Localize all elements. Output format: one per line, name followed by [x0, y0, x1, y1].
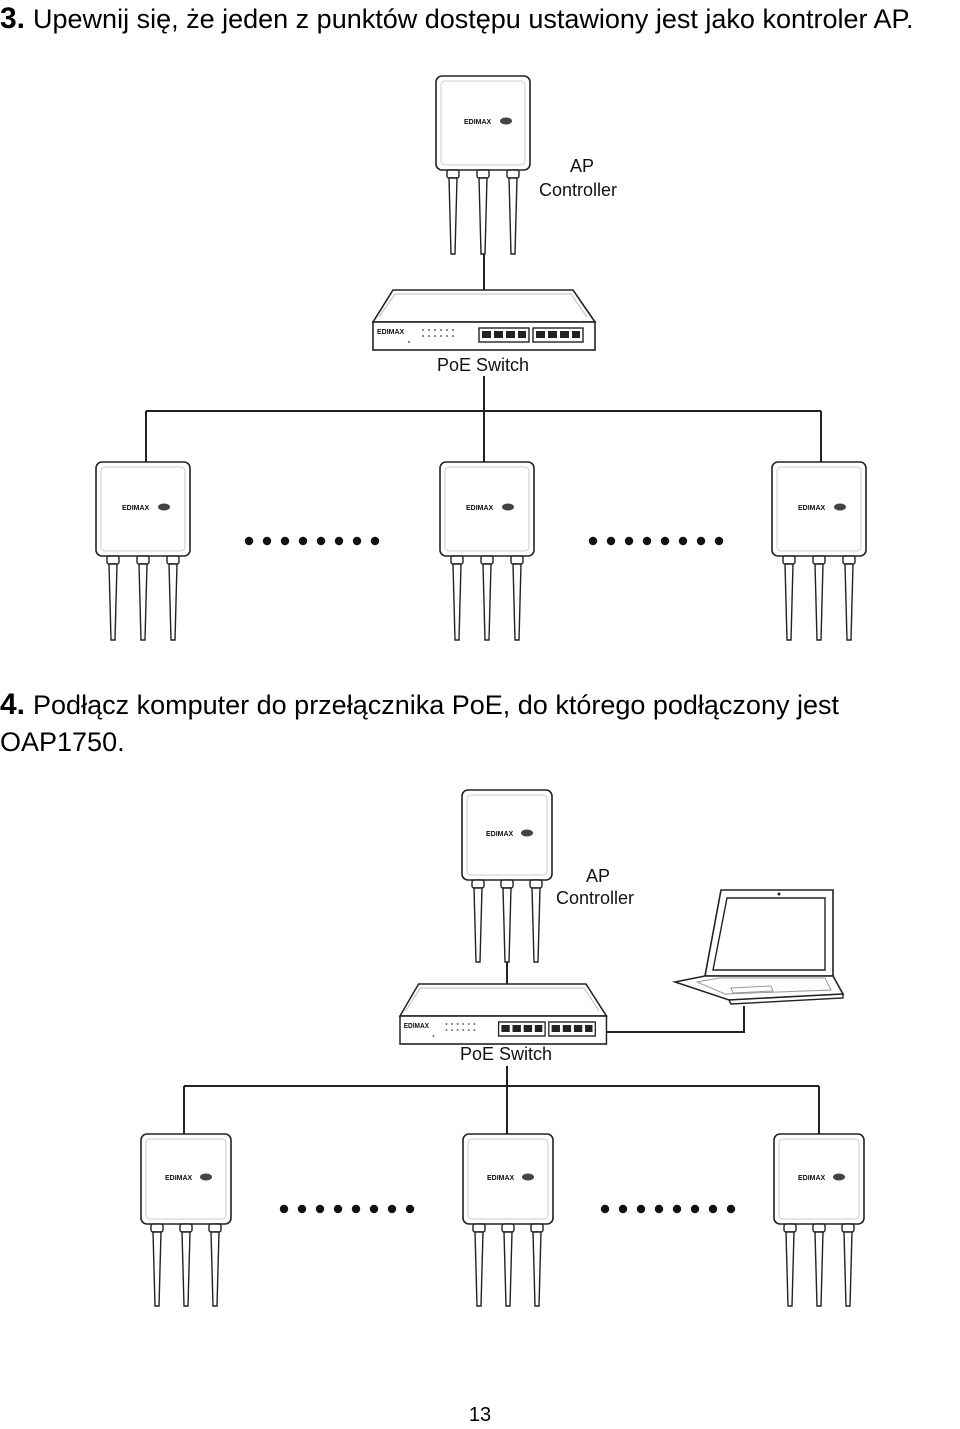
distribution-cables — [183, 1066, 820, 1134]
access-point-right: EDIMAX — [771, 461, 867, 641]
brand-logo: EDIMAX — [466, 505, 494, 512]
ap-controller-device: EDIMAX — [435, 75, 531, 255]
step-3-heading: 3.Upewnij się, że jeden z punktów dostęp… — [0, 0, 960, 38]
brand-logo: EDIMAX — [464, 119, 492, 126]
more-devices-dots-left — [244, 536, 380, 546]
more-devices-dots-right — [600, 1204, 736, 1214]
brand-logo: EDIMAX — [165, 1175, 193, 1182]
ap-controller-label: AP — [570, 156, 594, 176]
step-number: 4. — [0, 688, 26, 721]
brand-logo: EDIMAX — [798, 505, 826, 512]
step-4-heading: 4.Podłącz komputer do przełącznika PoE, … — [0, 686, 900, 761]
brand-logo: EDIMAX — [486, 831, 514, 838]
more-devices-dots-right — [588, 536, 724, 546]
access-point-right: EDIMAX — [773, 1133, 865, 1307]
switch-brand: EDIMAX — [404, 1023, 430, 1030]
step-text: Podłącz komputer do przełącznika PoE, do… — [0, 690, 839, 757]
more-devices-dots-left — [279, 1204, 415, 1214]
step-number: 3. — [0, 2, 26, 35]
brand-logo: EDIMAX — [122, 505, 150, 512]
brand-logo: EDIMAX — [487, 1175, 515, 1182]
poe-switch-label: PoE Switch — [460, 1044, 552, 1064]
brand-logo: EDIMAX — [798, 1175, 826, 1182]
distribution-cables — [145, 376, 822, 462]
access-point-center: EDIMAX — [462, 1133, 554, 1307]
cable-switch-laptop — [607, 1006, 745, 1033]
page-number: 13 — [468, 1404, 492, 1426]
poe-switch-device: EDIMAX — [399, 983, 608, 1045]
ap-controller-device: EDIMAX — [461, 789, 553, 963]
step-text: Upewnij się, że jeden z punktów dostępu … — [33, 4, 914, 34]
switch-brand: EDIMAX — [377, 329, 405, 336]
ap-controller-label: AP — [586, 866, 610, 886]
network-diagram-1: EDIMAX AP Controller EDIMAX PoE Switch E… — [0, 60, 960, 660]
ap-controller-label-2: Controller — [556, 888, 634, 908]
access-point-left: EDIMAX — [95, 461, 191, 641]
access-point-left: EDIMAX — [140, 1133, 232, 1307]
laptop-computer — [674, 889, 844, 1005]
access-point-center: EDIMAX — [439, 461, 535, 641]
network-diagram-2: EDIMAX AP Controller EDIMAX PoE Switch — [0, 770, 960, 1350]
poe-switch-device: EDIMAX — [372, 289, 596, 351]
poe-switch-label: PoE Switch — [437, 355, 529, 375]
ap-controller-label-2: Controller — [539, 180, 617, 200]
